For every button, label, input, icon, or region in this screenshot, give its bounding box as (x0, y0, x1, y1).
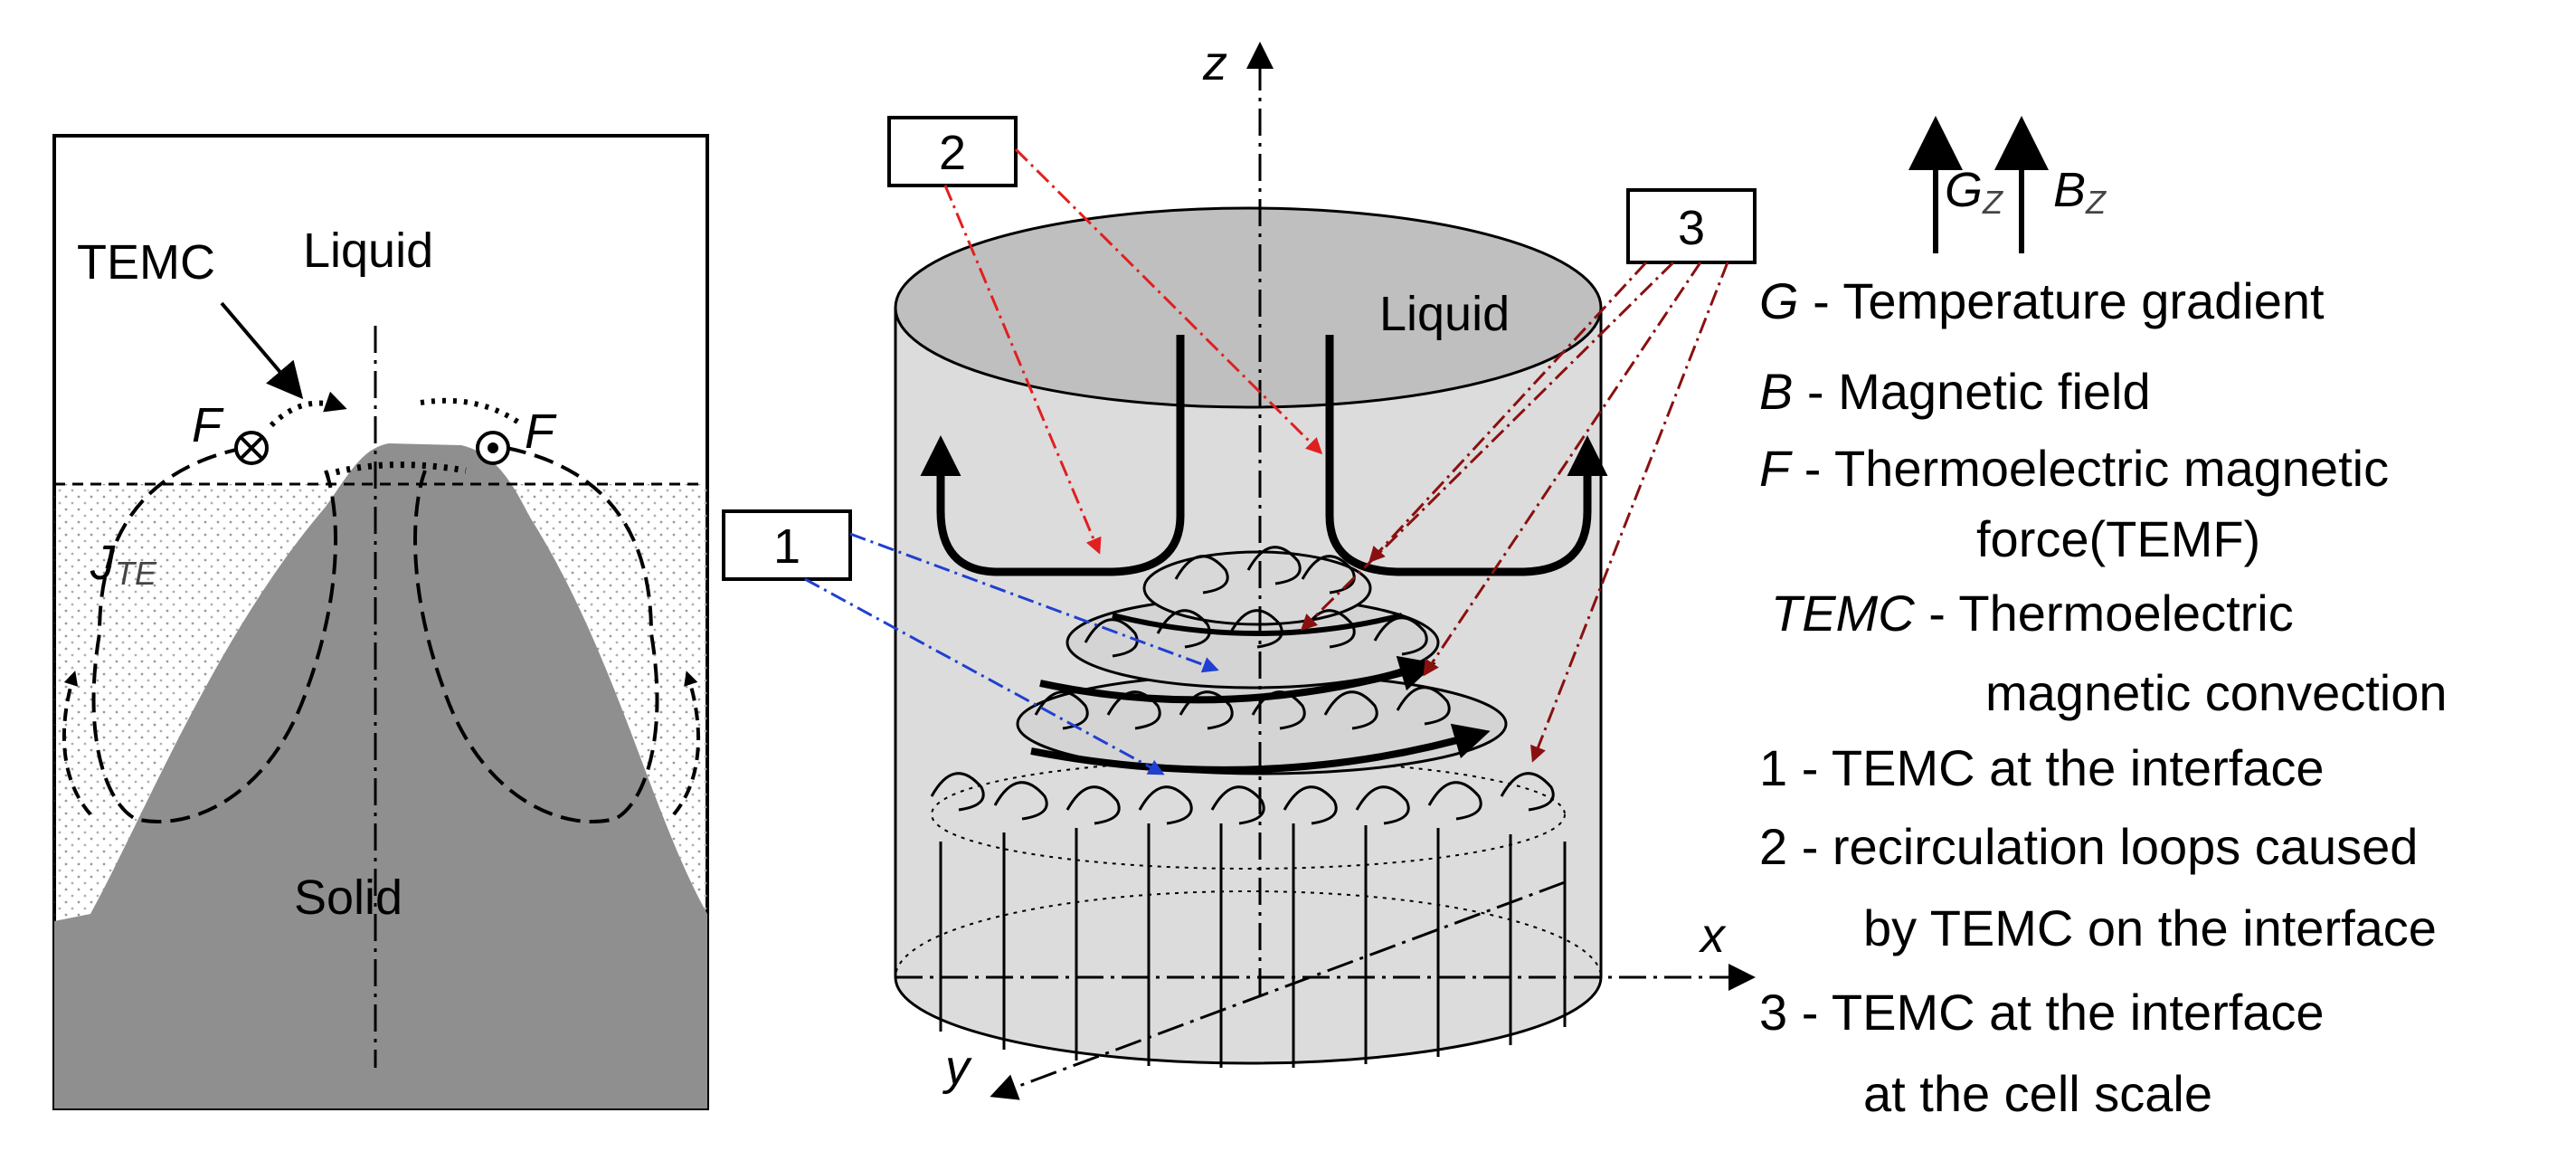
side-arrow-left (62, 671, 92, 816)
y-axis-label: y (942, 1041, 972, 1095)
temc-label: TEMC (77, 235, 215, 290)
cylinder-top (894, 206, 1603, 409)
force-into-page-icon (234, 431, 269, 465)
legend-item: G - Temperature gradient (1759, 272, 2325, 329)
callout-box-2: 2 (887, 116, 1018, 187)
legend-item: TEMC - Thermoelectric (1771, 585, 2294, 642)
field-arrows: GZ BZ (1908, 116, 2107, 253)
x-axis-label: x (1698, 908, 1727, 963)
recirculation-loop-right (1325, 335, 1608, 576)
g-field-label: GZ (1945, 163, 2003, 221)
svg-text:3: 3 (1678, 201, 1705, 255)
solid-label: Solid (294, 870, 402, 925)
solid-dendrite (54, 443, 707, 1108)
legend: G - Temperature gradient B - Magnetic fi… (1759, 272, 2448, 1122)
force-out-of-page-icon (476, 431, 510, 465)
callout-box-1: 1 (722, 509, 852, 581)
legend-item: magnetic convection (1985, 664, 2448, 721)
tier-flow-arrow-upper (1039, 655, 1436, 704)
legend-item: F - Thermoelectric magnetic (1759, 440, 2389, 497)
z-axis-label: z (1202, 36, 1227, 90)
callout-1-pointers (804, 532, 1219, 775)
legend-item: 2 - recirculation loops caused (1759, 818, 2418, 875)
current-label: JTE (90, 536, 157, 592)
b-field-label: BZ (2053, 163, 2107, 221)
cell-loops (930, 546, 1555, 825)
right-panel: Liquid z x y 2 1 3 (722, 36, 1757, 1100)
right-liquid-label: Liquid (1379, 287, 1510, 341)
side-arrow-right (672, 671, 701, 816)
force-label-right: F (525, 404, 557, 459)
left-liquid-label: Liquid (303, 224, 433, 278)
temc-dotted-loop-top (324, 461, 467, 479)
recirculation-loop-left (920, 335, 1185, 576)
left-panel: Liquid TEMC F F JTE Solid (52, 134, 709, 1110)
tier-flow-arrow-mid (1030, 723, 1491, 774)
legend-item: B - Magnetic field (1759, 363, 2151, 420)
callout-box-3: 3 (1626, 188, 1757, 264)
legend-item: force(TEMF) (1976, 510, 2260, 567)
legend-item: at the cell scale (1863, 1065, 2212, 1122)
callout-2-pointers (943, 147, 1323, 555)
tier-flow-arrow-top (1112, 613, 1403, 636)
y-axis (990, 880, 1566, 1100)
svg-text:1: 1 (773, 519, 800, 574)
force-label-left: F (192, 398, 224, 452)
legend-item: 3 - TEMC at the interface (1759, 984, 2325, 1041)
temc-pointer (220, 301, 304, 400)
temc-dotted-arc-right (420, 397, 525, 428)
legend-item: by TEMC on the interface (1863, 899, 2437, 956)
callout-3-pointers (1300, 261, 1729, 763)
svg-text:2: 2 (939, 126, 966, 180)
legend-item: 1 - TEMC at the interface (1759, 739, 2325, 796)
cell-tier-top (1142, 550, 1372, 626)
